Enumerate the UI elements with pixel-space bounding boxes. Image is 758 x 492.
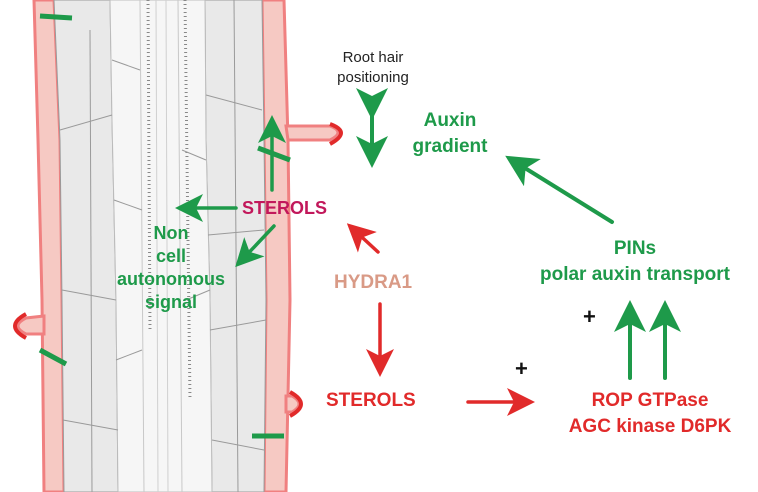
root-hair-left (15, 314, 44, 338)
sterols-top-label: STEROLS (242, 198, 327, 219)
plus-sign-upper: + (583, 304, 596, 330)
plus-sign-lower: + (515, 356, 528, 382)
root-hair-label: Root hair positioning (318, 48, 428, 88)
sterols-bottom-label: STEROLS (326, 390, 416, 412)
rop-agc-label: ROP GTPase AGC kinase D6PK (540, 388, 758, 440)
root-hair-top (286, 124, 341, 144)
non-cell-autonomous-label: Non cell autonomous signal (86, 222, 256, 314)
pins-label: PINs polar auxin transport (520, 236, 750, 288)
auxin-gradient-label: Auxin gradient (402, 108, 498, 160)
arrow-pins-auxin (512, 160, 612, 222)
root-hair-bottom (286, 392, 301, 416)
hydra1-label: HYDRA1 (334, 272, 412, 294)
right-epidermis (262, 0, 290, 492)
arrow-hydra-sterols-top (352, 228, 378, 252)
